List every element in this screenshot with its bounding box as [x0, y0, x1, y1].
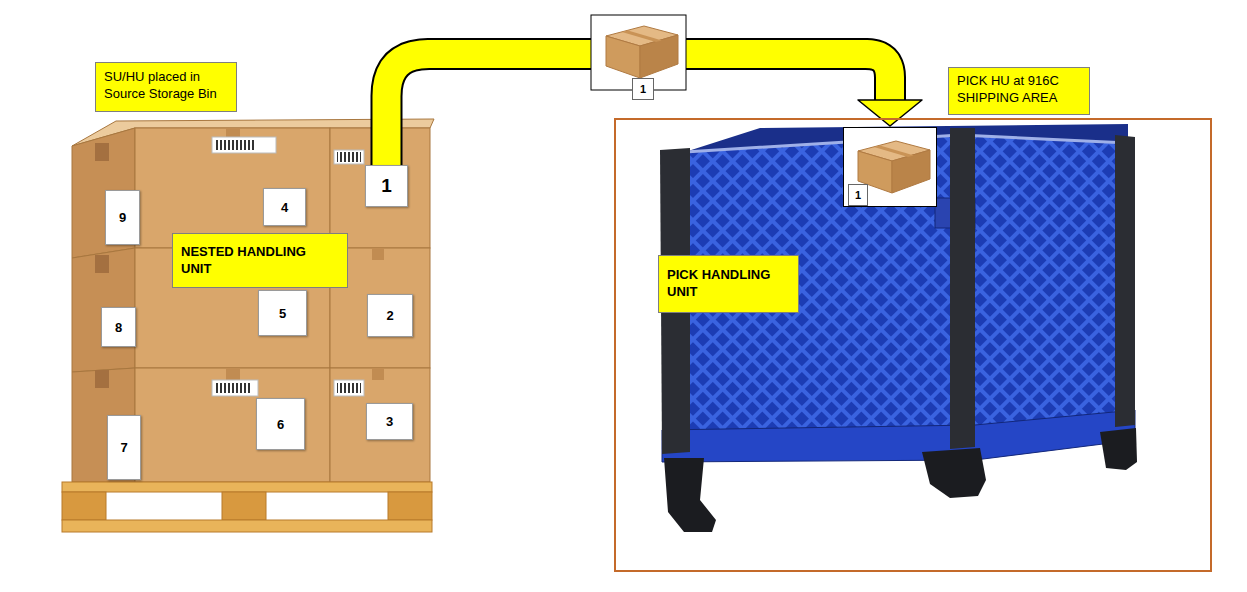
callout-box: 5 — [258, 290, 307, 336]
area-heading: PICK HU at 916C SHIPPING AREA — [948, 67, 1090, 115]
barcode — [337, 152, 361, 162]
barcode-label — [212, 380, 258, 396]
carton-icon — [606, 26, 678, 78]
crate-foot — [1100, 428, 1137, 470]
callout-box: 2 — [367, 294, 413, 337]
carton-icon-front — [892, 150, 930, 193]
carton-frame: 1 — [843, 127, 937, 207]
note-text: PICK HANDLING UNIT — [667, 267, 774, 301]
carton-icon-tape — [874, 146, 914, 158]
crate-base — [662, 410, 1135, 462]
area-region: PICK HU at 916C SHIPPING AREAPICK HANDLI… — [614, 118, 1212, 572]
callout-number: 3 — [386, 414, 393, 429]
carton-side — [72, 248, 135, 372]
callout-number: 6 — [277, 417, 284, 432]
callout-box: 1 — [365, 165, 408, 207]
pallet-block — [62, 492, 106, 520]
barcode-label — [334, 150, 364, 164]
callout-box: 4 — [263, 188, 306, 226]
pallet-block — [388, 492, 432, 520]
callout-box: 8 — [101, 307, 136, 347]
crate-post — [950, 128, 975, 449]
pallet-deck — [62, 482, 432, 492]
pallet-base — [62, 520, 432, 532]
callout-box: 6 — [256, 398, 305, 450]
carton-tape — [95, 143, 109, 161]
carton-front — [135, 368, 330, 482]
callout-number: 5 — [279, 306, 286, 321]
crate-foot — [664, 458, 716, 532]
carton-icon — [858, 141, 930, 193]
callout-number: 2 — [386, 308, 393, 323]
pick-crate-illustration — [660, 124, 1137, 532]
note-text: SU/HU placed in Source Storage Bin — [104, 69, 226, 103]
pallet-illustration — [62, 119, 434, 532]
barcode-label — [334, 380, 364, 396]
pallet-block — [222, 492, 266, 520]
callout-number: 9 — [119, 210, 126, 225]
carton-icon-side — [606, 36, 640, 78]
barcode — [337, 383, 361, 393]
carton-tape — [372, 368, 384, 380]
callout-number: 1 — [381, 175, 392, 197]
barcode — [216, 140, 256, 150]
callout-number: 4 — [281, 200, 288, 215]
carton-front — [135, 128, 330, 248]
note-box: SU/HU placed in Source Storage Bin — [95, 62, 237, 112]
carton-front — [330, 368, 430, 482]
carton-tape — [372, 248, 384, 260]
callout-box: 7 — [107, 415, 141, 480]
crate-foot — [922, 448, 986, 498]
carton-tape — [95, 370, 109, 388]
carton-icon-tape — [622, 31, 662, 43]
note-text: NESTED HANDLING UNIT — [181, 244, 323, 278]
callout-number: 7 — [120, 440, 127, 455]
carton-icon-front — [640, 35, 678, 78]
callout-number: 1 — [632, 78, 654, 100]
barcode-label — [212, 137, 276, 153]
carton-frame-ground — [843, 127, 937, 207]
callout-box: 3 — [366, 403, 413, 440]
carton-tape — [95, 255, 109, 273]
barcode — [216, 383, 252, 393]
callout-number: 1 — [848, 184, 868, 206]
arrow-head — [858, 100, 922, 126]
note-box: NESTED HANDLING UNIT — [172, 233, 348, 288]
callout-box: 9 — [105, 190, 140, 245]
crate-post — [1115, 135, 1135, 427]
callout-number: 8 — [115, 320, 122, 335]
crate-side — [960, 135, 1128, 440]
note-box: PICK HANDLING UNIT — [658, 255, 799, 313]
